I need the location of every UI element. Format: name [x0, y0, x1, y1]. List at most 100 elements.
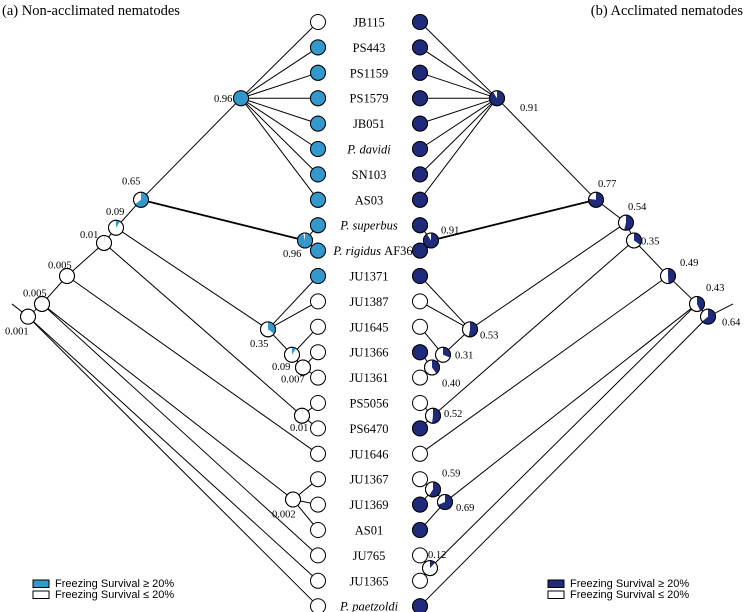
node-value-right: 0.12 [428, 550, 446, 561]
branch-right [419, 300, 471, 330]
taxon-label: JU1387 [350, 295, 389, 309]
tip-right-marker [412, 420, 428, 437]
branch-right [419, 97, 498, 175]
taxon-label: JU1371 [350, 270, 389, 284]
tip-right-marker [412, 141, 428, 157]
taxon-label: AS01 [355, 524, 383, 538]
node-right-marker [660, 268, 676, 284]
tip-left-marker [310, 191, 326, 208]
branch-right [419, 97, 498, 150]
node-right-marker [423, 232, 439, 249]
branch-left [267, 300, 319, 330]
tip-left-marker [310, 369, 326, 386]
branch-right [419, 275, 669, 455]
branch-right [469, 222, 627, 330]
tip-left-marker [310, 572, 326, 589]
node-value-left: 0.65 [122, 177, 140, 188]
taxon-label: JU1369 [350, 498, 389, 512]
taxon-label: PS6470 [350, 422, 389, 436]
node-left-marker [294, 407, 310, 424]
branch-right [419, 316, 709, 607]
node-left-marker [96, 234, 112, 251]
legend-swatch [547, 590, 565, 599]
tip-right-marker [412, 369, 428, 386]
branch-left [240, 97, 319, 150]
branch-left [240, 97, 319, 175]
branch-left [240, 97, 319, 125]
tip-left-marker [310, 166, 326, 183]
node-value-right: 0.35 [641, 236, 659, 247]
branch-left [103, 242, 303, 417]
branch-left [140, 198, 306, 242]
tip-left-marker [310, 344, 326, 361]
branch-left [267, 275, 319, 330]
tip-right-marker [412, 90, 428, 107]
tip-left-marker [310, 598, 326, 612]
node-value-right: 0.77 [598, 179, 616, 190]
taxon-label: P. davidi [346, 143, 391, 157]
node-left-marker [108, 219, 124, 236]
tip-right-marker [412, 547, 428, 564]
node-right-marker [437, 494, 453, 511]
branch-left [240, 46, 319, 99]
tip-left-marker [310, 242, 326, 259]
branch-left [41, 303, 294, 500]
tip-right-marker [412, 64, 428, 81]
node-right-marker [424, 359, 440, 376]
tip-left-marker [310, 318, 326, 335]
tip-right-marker [412, 344, 428, 361]
branch-right [419, 21, 498, 99]
legend-right: Freezing Survival ≥ 20%Freezing Survival… [547, 578, 689, 601]
taxon-label: JB051 [353, 117, 385, 131]
node-value-right: 0.49 [680, 258, 698, 269]
node-value-left: 0.96 [283, 249, 301, 260]
tip-right-marker [412, 572, 428, 589]
node-value-left: 0.001 [5, 326, 29, 337]
node-right-marker [489, 90, 505, 107]
right-panel-title: (b) Acclimated nematodes [591, 3, 744, 19]
branch-left [66, 275, 319, 455]
node-left-marker [285, 491, 301, 508]
tree-nodes [20, 14, 716, 612]
branch-right [429, 303, 698, 569]
node-value-right: 0.52 [444, 409, 462, 420]
branch-right [430, 198, 597, 242]
node-value-right: 0.43 [706, 283, 724, 294]
branch-left [41, 303, 319, 556]
node-value-left: 0.005 [48, 260, 72, 271]
legend-label: Freezing Survival ≥ 20% [570, 578, 689, 590]
branch-right [633, 240, 669, 277]
node-value-left: 0.002 [272, 509, 296, 520]
node-left-marker [260, 321, 276, 338]
branch-right [496, 97, 597, 201]
tip-left-marker [310, 39, 326, 56]
node-value-left: 0.007 [281, 375, 305, 386]
tip-right-marker [412, 268, 428, 284]
node-value-right: 0.69 [456, 503, 474, 514]
taxon-label: JU1366 [350, 346, 389, 360]
taxon-label: PS5056 [350, 397, 389, 411]
node-value-left: 0.35 [250, 339, 268, 350]
taxon-label: JB115 [353, 16, 385, 30]
legend-swatch [32, 579, 50, 588]
node-value-left: 0.01 [80, 230, 98, 241]
tip-right-marker [412, 445, 428, 462]
tip-right-marker [412, 598, 428, 612]
tip-left-marker [310, 115, 326, 132]
left-panel-title: (a) Non-acclimated nematodes [2, 3, 180, 19]
node-value-right: 0.59 [442, 469, 460, 480]
branch-left [66, 242, 105, 277]
node-left-marker [297, 232, 313, 249]
node-value-right: 0.91 [520, 103, 538, 114]
node-left-marker [295, 359, 311, 376]
node-right-marker [425, 407, 441, 424]
node-right-marker [422, 560, 438, 577]
tree-edges [11, 21, 734, 607]
node-value-left: 0.96 [214, 94, 232, 105]
tip-left-marker [310, 547, 326, 564]
branch-left [240, 21, 319, 99]
tip-right-marker [412, 522, 428, 538]
branch-left [140, 97, 242, 201]
